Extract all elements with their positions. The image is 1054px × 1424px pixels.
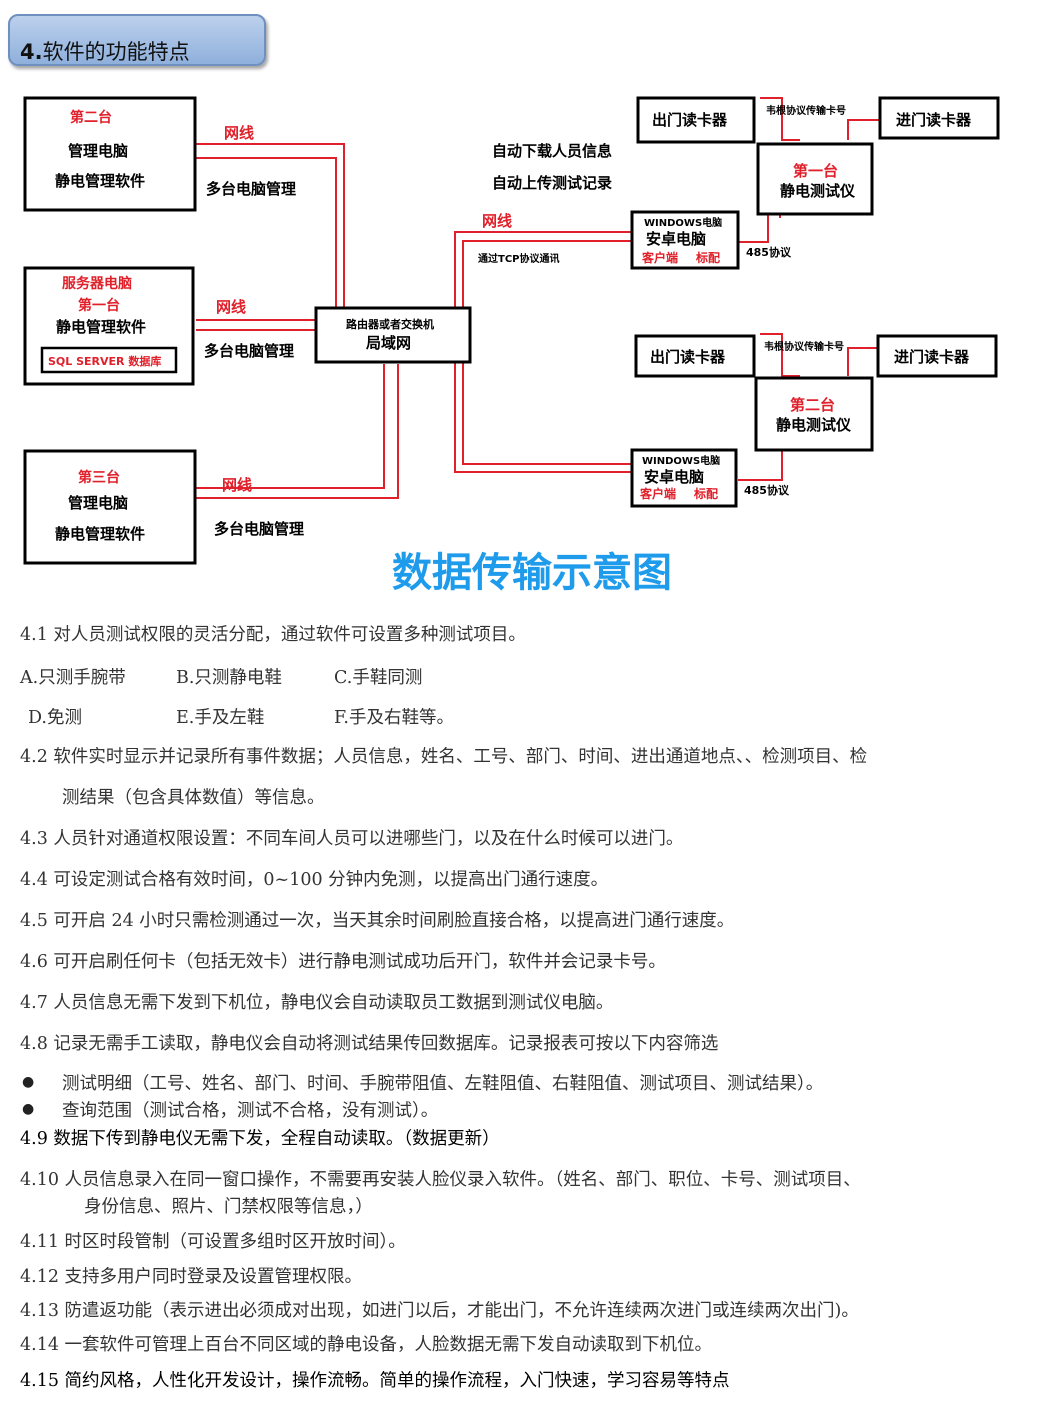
item-4-14: 4.14 一套软件可管理上百台不同区域的静电设备，人脸数据无需下发自动读取到下机… xyxy=(20,1335,713,1355)
net-label-4: 网线 xyxy=(482,212,512,230)
bullet-2-symbol: ● xyxy=(22,1101,35,1117)
android2-top: WINDOWS电脑 xyxy=(642,454,720,467)
item-4-7: 4.7 人员信息无需下发到下机位，静电仪会自动读取员工数据到测试仪电脑。 xyxy=(20,993,614,1013)
pc3-label: 第三台 xyxy=(78,469,120,486)
section-title: 4.软件的功能特点 xyxy=(20,40,190,64)
enter-reader-1: 进门读卡器 xyxy=(896,111,972,129)
item-4-13: 4.13 防遣返功能（表示进出必须成对出现，如进门以后，才能出门，不允许连续两次… xyxy=(20,1301,859,1321)
tcp-label: 通过TCP协议通讯 xyxy=(478,252,560,265)
enter-reader-2: 进门读卡器 xyxy=(894,348,970,366)
android1-std: 标配 xyxy=(695,250,720,265)
rs485-1: 485协议 xyxy=(746,245,792,259)
router-line1: 路由器或者交换机 xyxy=(346,317,434,331)
exit-reader-box-2 xyxy=(634,334,756,378)
server-label2: 第一台 xyxy=(78,297,120,314)
enter-reader-box-1 xyxy=(878,96,1000,140)
option-a: A.只测手腕带 xyxy=(20,668,126,688)
pc3-line2: 静电管理软件 xyxy=(55,525,145,543)
item-4-8: 4.8 记录无需手工读取，静电仪会自动将测试结果传回数据库。记录报表可按以下内容… xyxy=(20,1034,719,1054)
exit-reader-1: 出门读卡器 xyxy=(652,111,728,129)
auto-upload: 自动上传测试记录 xyxy=(492,174,612,192)
option-e: E.手及左鞋 xyxy=(176,708,265,728)
android1-main: 安卓电脑 xyxy=(646,230,706,248)
data-transmission-diagram: 第二台 管理电脑 静电管理软件 服务器电脑 第一台 静电管理软件 SQL SER… xyxy=(23,96,1000,596)
item-4-1: 4.1 对人员测试权限的灵活分配，通过软件可设置多种测试项目。 xyxy=(20,625,526,645)
tester2-label: 第二台 xyxy=(790,396,835,414)
tester1-box xyxy=(756,142,874,216)
android1-top: WINDOWS电脑 xyxy=(644,216,722,229)
android1-client: 客户端 xyxy=(641,250,678,265)
item-4-10-cont: 身份信息、照片、门禁权限等信息，） xyxy=(84,1197,373,1217)
multi-pc-2: 多台电脑管理 xyxy=(204,342,294,360)
android2-client: 客户端 xyxy=(639,486,676,501)
router-box xyxy=(314,306,472,364)
bullet-1-symbol: ● xyxy=(22,1074,35,1090)
pc3-line1: 管理电脑 xyxy=(68,494,128,512)
exit-reader-2: 出门读卡器 xyxy=(650,348,726,366)
item-4-12: 4.12 支持多用户同时登录及设置管理权限。 xyxy=(20,1267,363,1287)
tester1-line: 静电测试仪 xyxy=(780,182,856,200)
server-db: SQL SERVER 数据库 xyxy=(48,354,161,368)
option-c: C.手鞋同测 xyxy=(334,668,423,688)
android2-main: 安卓电脑 xyxy=(644,468,704,486)
multi-pc-3: 多台电脑管理 xyxy=(214,520,304,538)
server-label1: 服务器电脑 xyxy=(62,275,132,292)
tester2-box xyxy=(754,376,874,452)
section-header: 4.软件的功能特点 xyxy=(8,14,266,66)
net-label-3: 网线 xyxy=(222,476,252,494)
item-4-9: 4.9 数据下传到静电仪无需下发，全程自动读取。（数据更新） xyxy=(20,1129,500,1149)
item-4-2-cont: 测结果（包含具体数值）等信息。 xyxy=(62,788,325,808)
multi-pc-1: 多台电脑管理 xyxy=(206,180,296,198)
bullet-2: 查询范围（测试合格，测试不合格，没有测试）。 xyxy=(62,1101,439,1121)
android-box-1 xyxy=(630,210,740,270)
wiegand-2: 韦根协议传输卡号 xyxy=(764,340,844,353)
exit-reader-box-1 xyxy=(636,96,756,144)
item-4-3: 4.3 人员针对通道权限设置：不同车间人员可以进哪些门，以及在什么时候可以进门。 xyxy=(20,829,684,849)
db-box xyxy=(40,346,178,374)
item-4-15: 4.15 简约风格，人性化开发设计，操作流畅。简单的操作流程，入门快速，学习容易… xyxy=(20,1371,730,1391)
tester2-line: 静电测试仪 xyxy=(776,416,852,434)
wiegand-1: 韦根协议传输卡号 xyxy=(766,104,846,117)
tester1-label: 第一台 xyxy=(793,162,838,180)
item-4-11: 4.11 时区时段管制（可设置多组时区开放时间）。 xyxy=(20,1232,406,1252)
server-box xyxy=(23,266,195,386)
auto-download: 自动下载人员信息 xyxy=(492,142,612,160)
item-4-2: 4.2 软件实时显示并记录所有事件数据；人员信息，姓名、工号、部门、时间、进出通… xyxy=(20,747,868,767)
option-b: B.只测静电鞋 xyxy=(176,668,282,688)
enter-reader-box-2 xyxy=(876,334,998,378)
pc3-box xyxy=(23,449,197,565)
item-4-6: 4.6 可开启刷任何卡（包括无效卡）进行静电测试成功后开门，软件并会记录卡号。 xyxy=(20,952,666,972)
net-label-1: 网线 xyxy=(224,124,254,142)
pc2-label: 第二台 xyxy=(70,109,112,126)
rs485-2: 485协议 xyxy=(744,483,790,497)
item-4-10: 4.10 人员信息录入在同一窗口操作，不需要再安装人脸仪录入软件。（姓名、部门、… xyxy=(20,1170,861,1190)
item-4-5: 4.5 可开启 24 小时只需检测通过一次，当天其余时间刷脸直接合格，以提高进门… xyxy=(20,911,735,931)
option-f: F.手及右鞋等。 xyxy=(334,708,454,728)
pc2-box xyxy=(23,96,197,212)
pc2-line1: 管理电脑 xyxy=(68,142,128,160)
pc2-line2: 静电管理软件 xyxy=(55,172,145,190)
server-line1: 静电管理软件 xyxy=(56,318,146,336)
bullet-1: 测试明细（工号、姓名、部门、时间、手腕带阻值、左鞋阻值、右鞋阻值、测试项目、测试… xyxy=(62,1074,824,1094)
net-label-2: 网线 xyxy=(216,298,246,316)
item-4-4: 4.4 可设定测试合格有效时间，0~100 分钟内免测，以提高出门通行速度。 xyxy=(20,870,609,890)
android-box-2 xyxy=(630,448,738,508)
router-line2: 局域网 xyxy=(365,334,411,352)
diagram-title: 数据传输示意图 xyxy=(392,550,672,596)
option-d: D.免测 xyxy=(28,708,82,728)
android2-std: 标配 xyxy=(693,486,718,501)
